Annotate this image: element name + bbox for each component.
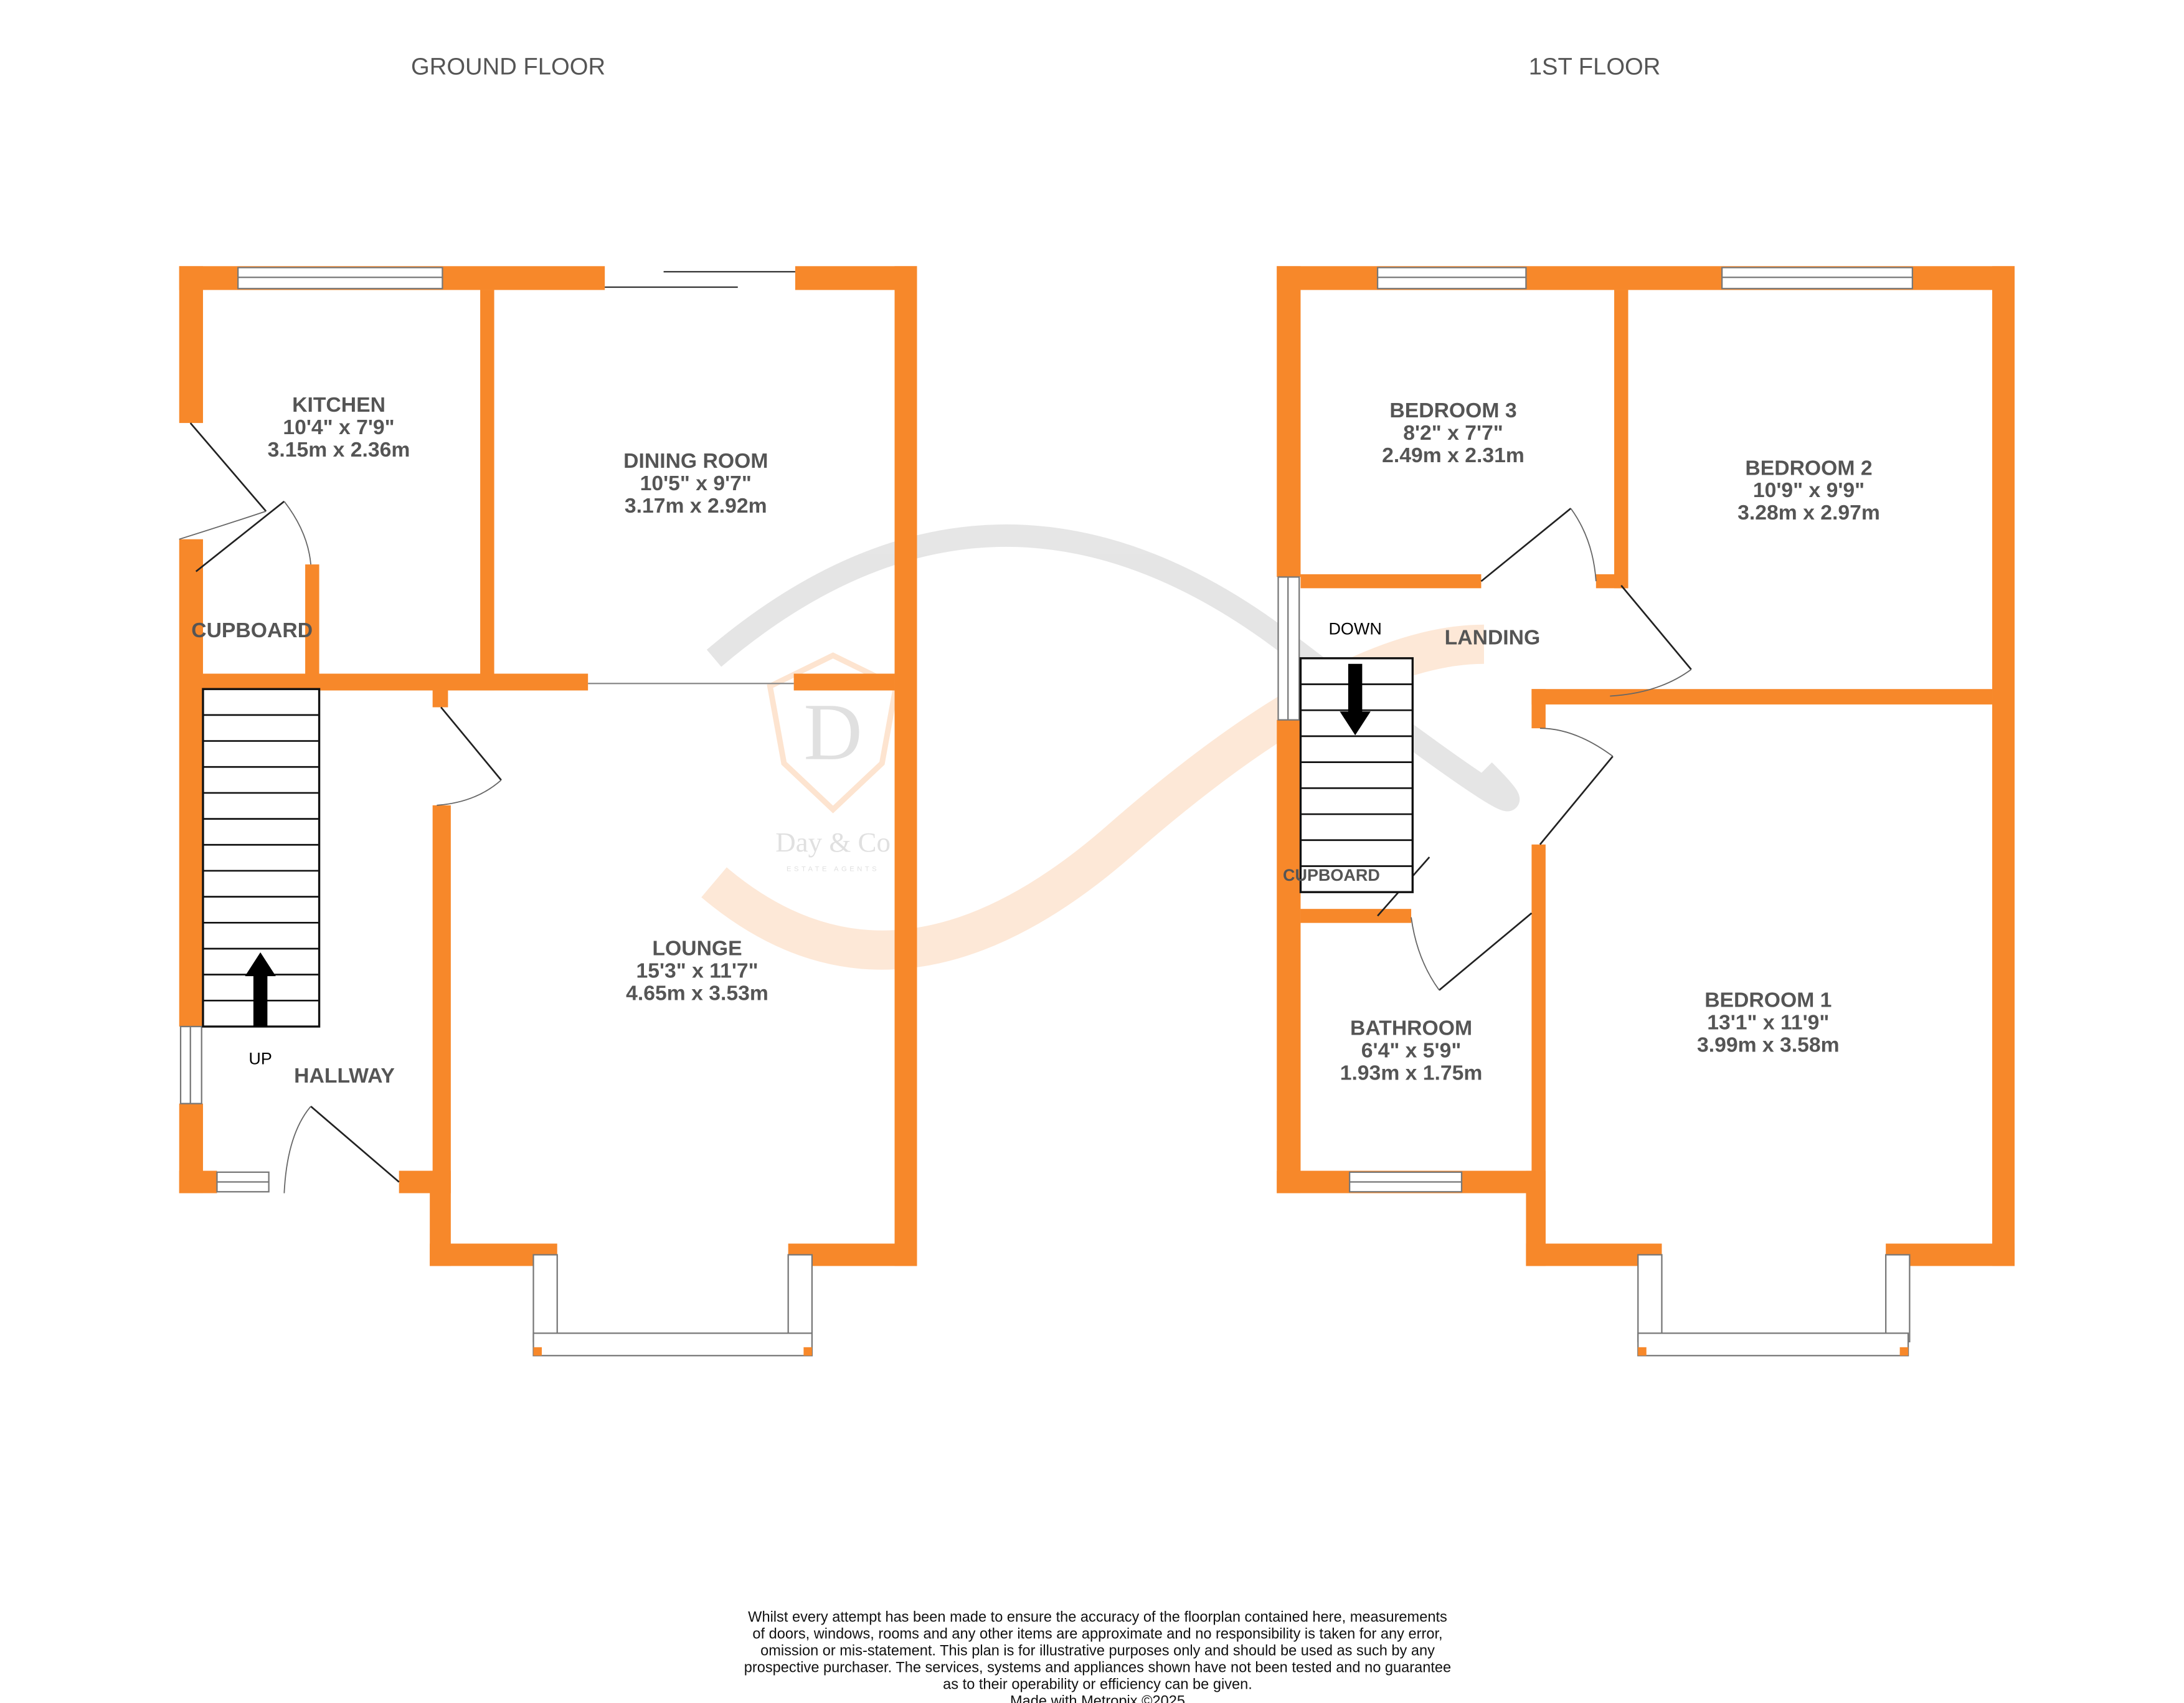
svg-text:1.93m x 1.75m: 1.93m x 1.75m (1340, 1061, 1483, 1084)
svg-text:LOUNGE: LOUNGE (652, 936, 742, 960)
svg-text:2.49m x 2.31m: 2.49m x 2.31m (1382, 444, 1525, 467)
room-landing: LANDING (1445, 625, 1541, 649)
room-cupboard: CUPBOARD (191, 619, 313, 642)
stair-label: DOWN (1328, 620, 1381, 638)
ground-floor: GROUND FLOOR (179, 53, 917, 1357)
svg-text:Made with Metropix ©2025: Made with Metropix ©2025 (1010, 1693, 1185, 1703)
room-hallway: HALLWAY (294, 1064, 395, 1088)
svg-text:10'4" x 7'9": 10'4" x 7'9" (283, 415, 394, 439)
svg-text:ESTATE AGENTS: ESTATE AGENTS (787, 865, 879, 873)
svg-text:D: D (804, 688, 863, 777)
svg-text:BEDROOM 3: BEDROOM 3 (1389, 399, 1516, 422)
disclaimer: Whilst every attempt has been made to en… (744, 1609, 1451, 1703)
staircase[interactable] (202, 688, 321, 1028)
svg-text:6'4" x 5'9": 6'4" x 5'9" (1361, 1038, 1462, 1062)
windows (179, 267, 813, 1357)
doors (179, 422, 502, 1193)
floor-title: 1ST FLOOR (1529, 53, 1661, 80)
room-kitchen: KITCHEN 10'4" x 7'9" 3.15m x 2.36m (268, 393, 410, 462)
svg-text:13'1" x 11'9": 13'1" x 11'9" (1707, 1011, 1829, 1035)
room-bedroom-2: BEDROOM 2 10'9" x 9'9" 3.28m x 2.97m (1737, 456, 1880, 524)
room-bedroom-3: BEDROOM 3 8'2" x 7'7" 2.49m x 2.31m (1382, 399, 1525, 467)
floor-title: GROUND FLOOR (411, 53, 605, 80)
svg-text:prospective purchaser. The ser: prospective purchaser. The services, sys… (744, 1659, 1451, 1676)
svg-text:3.28m x 2.97m: 3.28m x 2.97m (1737, 501, 1880, 524)
svg-text:DINING ROOM: DINING ROOM (623, 449, 768, 473)
svg-text:8'2" x 7'7": 8'2" x 7'7" (1403, 421, 1503, 445)
staircase[interactable] (1299, 657, 1414, 893)
svg-text:10'5" x 9'7": 10'5" x 9'7" (640, 472, 752, 495)
stair-label: UP (248, 1050, 272, 1068)
svg-text:3.15m x 2.36m: 3.15m x 2.36m (268, 438, 410, 462)
svg-text:of doors, windows, rooms and a: of doors, windows, rooms and any other i… (752, 1626, 1442, 1642)
windows (1277, 267, 1913, 1357)
svg-text:BEDROOM 2: BEDROOM 2 (1745, 456, 1872, 480)
room-bedroom-1: BEDROOM 1 13'1" x 11'9" 3.99m x 3.58m (1697, 989, 1840, 1057)
svg-text:4.65m x 3.53m: 4.65m x 3.53m (626, 981, 768, 1005)
room-bathroom: BATHROOM 6'4" x 5'9" 1.93m x 1.75m (1340, 1016, 1483, 1084)
svg-text:Whilst every attempt has been: Whilst every attempt has been made to en… (748, 1609, 1447, 1625)
svg-text:omission or mis-statement. Thi: omission or mis-statement. This plan is … (760, 1643, 1435, 1659)
svg-text:BEDROOM 1: BEDROOM 1 (1704, 989, 1832, 1012)
first-floor: 1ST FLOOR (1277, 53, 2015, 1357)
room-lounge: LOUNGE 15'3" x 11'7" 4.65m x 3.53m (626, 936, 768, 1005)
room-cupboard: CUPBOARD (1283, 866, 1380, 885)
svg-text:3.99m x 3.58m: 3.99m x 3.58m (1697, 1033, 1840, 1056)
svg-text:BATHROOM: BATHROOM (1350, 1016, 1472, 1040)
room-dining-room: DINING ROOM 10'5" x 9'7" 3.17m x 2.92m (623, 449, 768, 518)
svg-text:KITCHEN: KITCHEN (292, 393, 385, 417)
svg-text:15'3" x 11'7": 15'3" x 11'7" (636, 959, 758, 982)
svg-text:3.17m x 2.92m: 3.17m x 2.92m (625, 494, 767, 518)
svg-text:as to their operability or eff: as to their operability or efficiency ca… (943, 1676, 1252, 1692)
svg-text:10'9" x 9'9": 10'9" x 9'9" (1753, 478, 1865, 502)
svg-text:Day & Co: Day & Co (775, 827, 891, 858)
